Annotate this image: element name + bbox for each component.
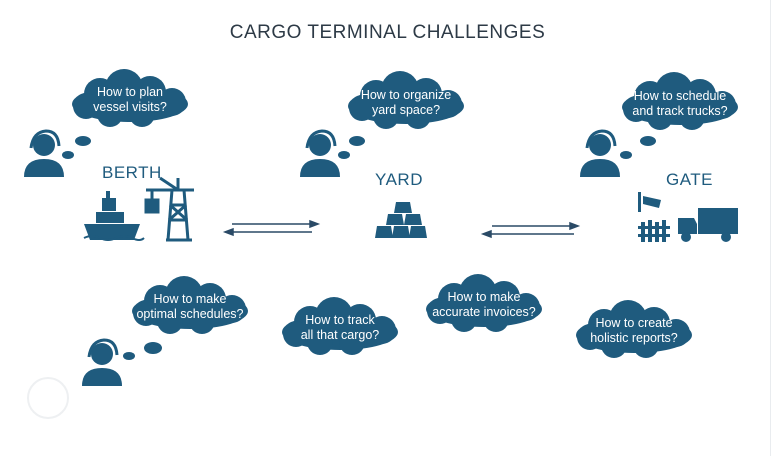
station-yard: YARD <box>375 170 423 189</box>
question-berth: How to plan vessel visits? <box>93 85 167 114</box>
cloud-gate-dot-2 <box>620 151 632 159</box>
cloud-gate-dot-1 <box>640 136 656 146</box>
station-gate: GATE <box>666 170 714 189</box>
person-icon <box>580 129 620 177</box>
arrow-yard-gate <box>480 221 581 239</box>
cloud-schedules-dot-2 <box>123 352 135 360</box>
arrow-berth-yard <box>222 219 321 237</box>
question-invoices: How to make accurate invoices? <box>432 290 536 319</box>
yard-stack-icon <box>375 202 427 238</box>
cloud-berth-dot-1 <box>75 136 91 146</box>
person-icon <box>82 338 122 386</box>
crane-icon <box>144 176 194 242</box>
cloud-schedules-dot-1 <box>144 342 162 354</box>
cloud-yard-dot-1 <box>349 136 365 146</box>
question-gate: How to schedule and track trucks? <box>632 89 728 118</box>
question-reports: How to create holistic reports? <box>590 316 678 345</box>
truck-icon <box>678 208 738 242</box>
page-title: CARGO TERMINAL CHALLENGES <box>229 22 546 43</box>
person-icon <box>24 129 64 177</box>
question-schedules: How to make optimal schedules? <box>136 292 244 321</box>
cloud-berth-dot-2 <box>62 151 74 159</box>
ship-icon <box>83 191 145 241</box>
question-track: How to track all that cargo? <box>300 313 380 342</box>
fence-icon <box>638 220 670 242</box>
person-icon <box>300 129 340 177</box>
cloud-yard-dot-2 <box>338 151 350 159</box>
watermark-left <box>27 377 69 419</box>
question-yard: How to organize yard space? <box>360 88 452 117</box>
station-berth: BERTH <box>102 163 162 182</box>
camera-icon <box>638 192 661 212</box>
